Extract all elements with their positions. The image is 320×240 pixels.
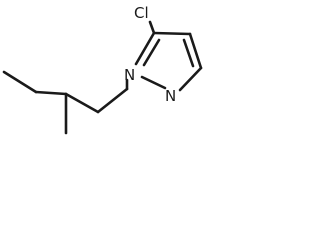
bond-c3-n2 xyxy=(178,66,203,92)
bond-c4-c3-inner xyxy=(182,38,195,68)
bond-methyl-top xyxy=(2,70,38,94)
bond-n1-c5 xyxy=(134,31,156,66)
bond-chain-1 xyxy=(64,92,100,114)
bond-chain-2 xyxy=(96,87,129,114)
atom-nitrogen-1: N xyxy=(124,66,135,84)
atom-chlorine: Cl xyxy=(134,4,149,22)
structure-diagram: Cl N N xyxy=(2,4,203,135)
bond-n2-n1 xyxy=(140,75,167,90)
bond-branch xyxy=(34,90,68,96)
atom-nitrogen-2: N xyxy=(165,87,176,105)
bond-c5-c4 xyxy=(152,31,192,36)
bond-c5-n1-inner xyxy=(142,38,161,67)
bond-c4-c3 xyxy=(188,32,203,70)
bond-c5-cl xyxy=(148,20,156,35)
